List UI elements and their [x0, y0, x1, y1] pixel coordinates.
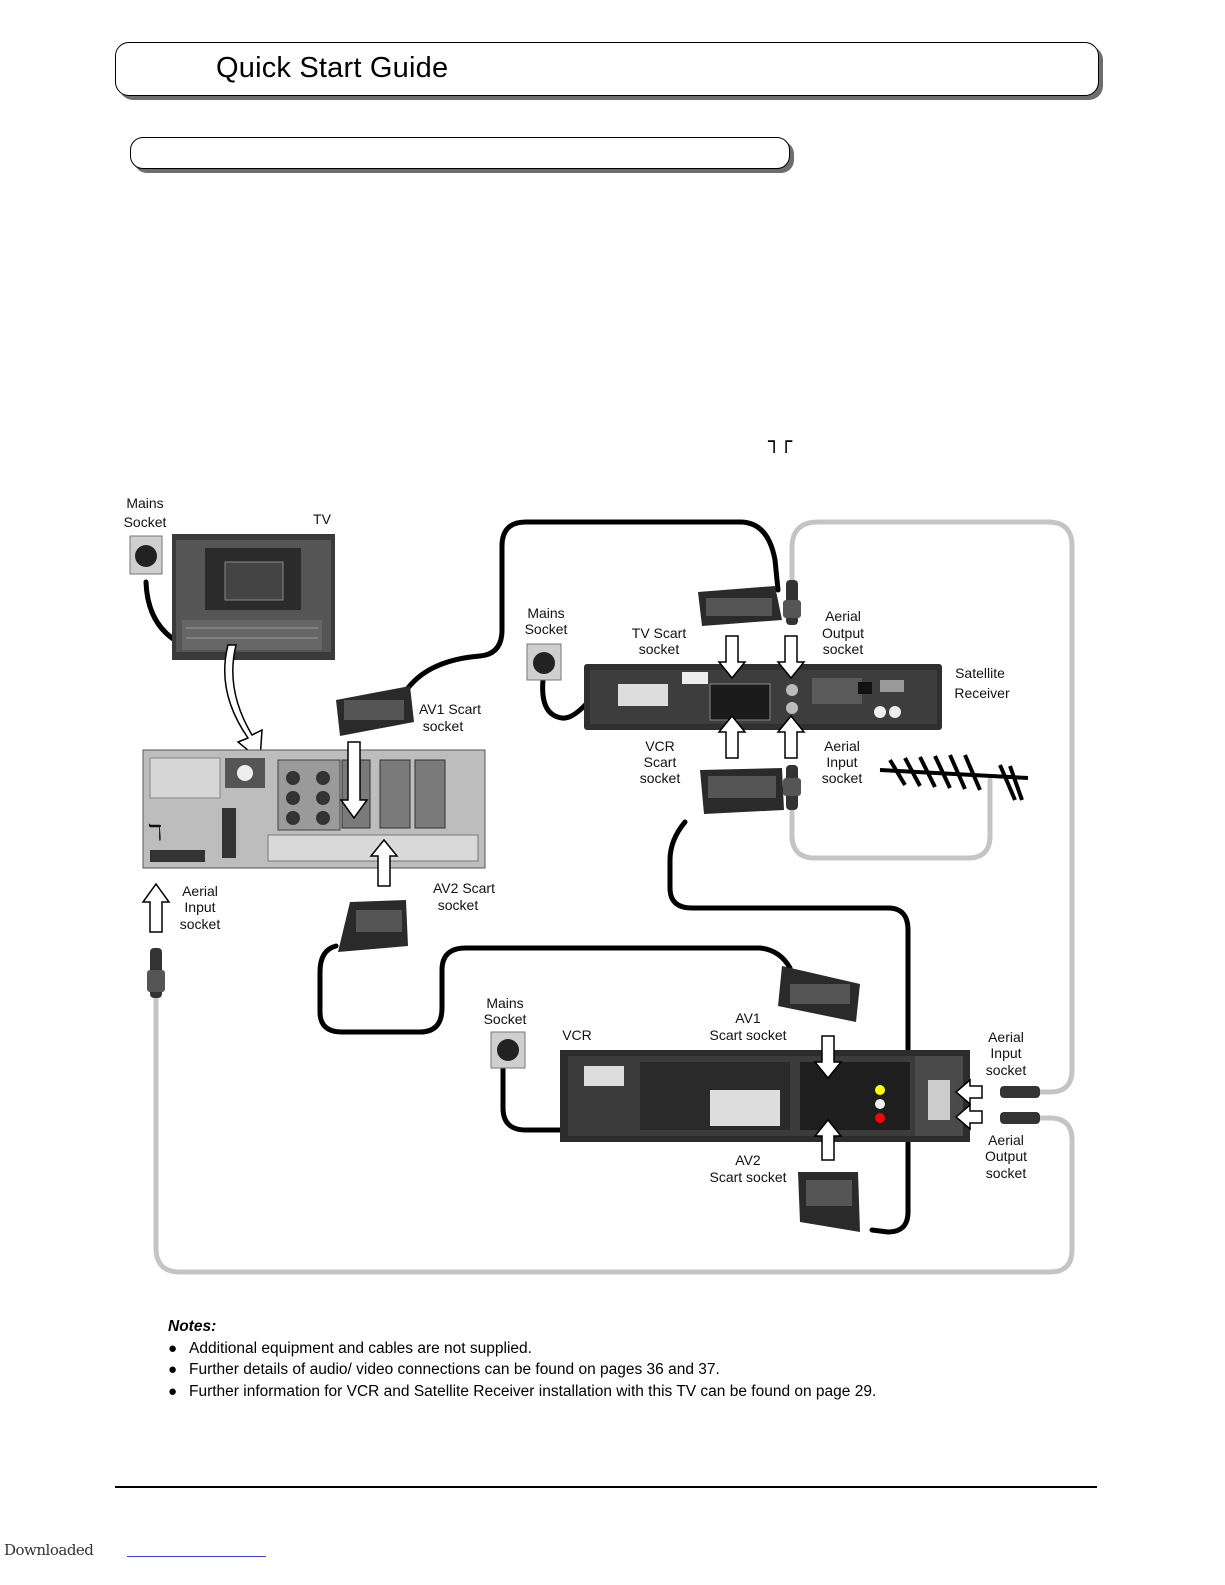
bullet-icon: ●: [168, 1361, 178, 1378]
vcr-aerial-out-label-2: Output: [985, 1148, 1027, 1164]
tv-to-panel-arrow: [223, 644, 263, 762]
tv-mains-label-2: Socket: [124, 514, 167, 530]
tv-aerial-label-3: socket: [180, 916, 221, 932]
arrow-up-sat-aerial-in: [776, 714, 806, 759]
tv-aerial-label-2: Input: [184, 899, 215, 915]
tv-mains-label-1: Mains: [126, 495, 163, 511]
diagram-labels: Mains Socket TV Mains Socket TV Scart so…: [124, 495, 1028, 1185]
bullet-icon: ●: [168, 1382, 178, 1400]
footer-link-underline[interactable]: [127, 1556, 266, 1557]
aerial-symbol: ┐┌: [767, 429, 793, 453]
svg-text:ℸ: ℸ: [148, 821, 162, 846]
cable-vcr-out-to-tv-in: [153, 993, 1075, 1275]
vcr-label: VCR: [562, 1027, 592, 1043]
scart-plug-sat-vcr: [700, 768, 784, 814]
tv-aerial-label-1: Aerial: [182, 883, 218, 899]
scart-plug-vcr-av1: [778, 966, 860, 1022]
tv-rear-photo: [172, 534, 335, 660]
sat-aerial-in-label-1: Aerial: [824, 738, 860, 754]
vcr-photo: [560, 1050, 970, 1142]
sat-vcr-scart-label-2: Scart: [644, 754, 677, 770]
cable-tv-av2-to-vcr-av1: [317, 943, 793, 1035]
tv-mains-plug: [129, 535, 163, 575]
bullet-icon: ●: [168, 1339, 178, 1357]
scart-plug-vcr-av2: [798, 1172, 860, 1232]
scart-plug-tv-av1: [336, 686, 414, 736]
vcr-aerial-in-label-3: socket: [986, 1062, 1027, 1078]
note-item: ● Additional equipment and cables are no…: [168, 1338, 876, 1360]
sat-aerial-out-label-1: Aerial: [825, 608, 861, 624]
title-banner: Quick Start Guide: [115, 42, 1099, 96]
connection-arrows: [141, 635, 983, 1161]
notes-section: Notes: ● Additional equipment and cables…: [168, 1316, 876, 1402]
sat-aerial-in-plug: [783, 765, 801, 810]
tv-av2-label-1: AV2 Scart: [433, 880, 495, 896]
vcr-av2-label-1: AV2: [735, 1152, 761, 1168]
sat-mains-label-1: Mains: [527, 605, 564, 621]
tv-rear-panel: ℸ: [142, 749, 486, 869]
vcr-av1-label-1: AV1: [735, 1010, 761, 1026]
cable-antenna-to-sat-in: [789, 777, 993, 861]
scart-plug-sat-tv: [698, 586, 782, 626]
arrow-up-tv-aerial: [141, 882, 171, 933]
scart-cables: [143, 519, 911, 1235]
sat-label-2: Receiver: [954, 685, 1010, 701]
arrow-down-sat-aerial-out: [776, 635, 806, 680]
arrow-up-tv-av2: [369, 838, 399, 887]
sat-tv-scart-label-1: TV Scart: [632, 625, 687, 641]
page-title: Quick Start Guide: [216, 52, 449, 84]
sat-vcr-scart-label-1: VCR: [645, 738, 675, 754]
aerial-cables: [153, 519, 1075, 1275]
sat-aerial-in-label-3: socket: [822, 770, 863, 786]
note-text: Further details of audio/ video connecti…: [189, 1361, 720, 1378]
tv-av1-label-1: AV1 Scart: [419, 701, 481, 717]
vcr-aerial-out-label-1: Aerial: [988, 1132, 1024, 1148]
notes-title: Notes:: [168, 1318, 217, 1335]
arrow-up-vcr-av2: [813, 1118, 843, 1161]
arrow-left-vcr-aerial-out: [954, 1103, 983, 1131]
sat-mains-label-2: Socket: [525, 621, 568, 637]
footer-divider: [115, 1486, 1097, 1488]
sat-aerial-out-label-2: Output: [822, 625, 864, 641]
arrow-up-sat-vcr-scart: [717, 714, 747, 759]
section-banner: [130, 137, 790, 169]
arrow-down-tv-av1: [339, 741, 369, 820]
note-item: ● Further information for VCR and Satell…: [168, 1381, 876, 1403]
antenna-icon: [879, 754, 1029, 801]
arrow-left-vcr-aerial-in: [954, 1078, 983, 1106]
scart-plug-tv-av2: [338, 900, 408, 952]
satellite-mains-plug: [526, 643, 562, 681]
arrow-down-vcr-av1: [813, 1035, 843, 1080]
vcr-mains-label-2: Socket: [484, 1011, 527, 1027]
vcr-aerial-plugs: [1000, 1086, 1040, 1124]
vcr-aerial-in-label-2: Input: [990, 1045, 1021, 1061]
tv-av1-label-2: socket: [423, 718, 464, 734]
tv-aerial-plug: [147, 948, 165, 998]
vcr-av2-label-2: Scart socket: [709, 1169, 786, 1185]
vcr-aerial-out-label-3: socket: [986, 1165, 1027, 1181]
vcr-mains-plug: [490, 1031, 526, 1069]
arrow-down-sat-tv-scart: [717, 635, 747, 680]
vcr-av1-label-2: Scart socket: [709, 1027, 786, 1043]
sat-vcr-scart-label-3: socket: [640, 770, 681, 786]
note-item: ● Further details of audio/ video connec…: [168, 1359, 876, 1381]
vcr-mains-label-1: Mains: [486, 995, 523, 1011]
cable-sat-out-to-vcr-in: [789, 519, 1075, 1095]
cable-tv-av1-to-sat: [405, 519, 781, 691]
sat-aerial-in-label-2: Input: [826, 754, 857, 770]
sat-label-1: Satellite: [955, 665, 1005, 681]
cable-sat-vcr-to-vcr-av2: [667, 819, 911, 1235]
vcr-aerial-in-label-1: Aerial: [988, 1029, 1024, 1045]
cable-vcr-mains: [500, 1065, 601, 1133]
satellite-receiver-photo: [584, 664, 942, 730]
note-text: Additional equipment and cables are not …: [189, 1339, 532, 1357]
footer-downloaded-text: Downloaded: [4, 1541, 94, 1559]
tv-av2-label-2: socket: [438, 897, 479, 913]
note-text: Further information for VCR and Satellit…: [189, 1382, 877, 1400]
tv-label: TV: [313, 511, 332, 527]
sat-tv-scart-label-2: socket: [639, 641, 680, 657]
sat-aerial-out-plug: [783, 580, 801, 625]
sat-aerial-out-label-3: socket: [823, 641, 864, 657]
